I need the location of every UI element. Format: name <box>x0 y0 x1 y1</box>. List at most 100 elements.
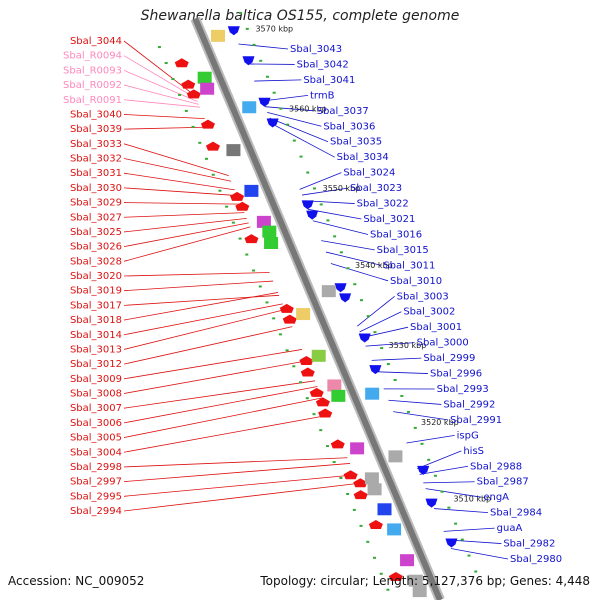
tick-dot <box>164 62 168 65</box>
gene-label-left: Sbal_R0093 <box>63 65 122 76</box>
leader-line <box>376 371 429 374</box>
gene-label-right: ispG <box>457 430 479 441</box>
tick-dot <box>433 474 437 477</box>
tick-dot <box>178 93 182 96</box>
tick-dot <box>198 141 202 144</box>
gene-label-right: Sbal_3021 <box>363 214 415 225</box>
tick-marks <box>157 11 478 591</box>
tick-dot <box>393 379 397 382</box>
leader-line <box>123 309 286 350</box>
leader-line <box>301 187 349 196</box>
kbp-label: 3540 kbp <box>355 261 393 270</box>
leader-line <box>425 488 482 498</box>
gene-label-left: Sbal_3028 <box>70 256 122 267</box>
leader-line <box>262 94 309 102</box>
gene-label-left: Sbal_3014 <box>70 330 122 341</box>
leader-line <box>123 386 318 424</box>
tick-dot <box>286 123 290 126</box>
gene-block <box>296 308 311 321</box>
forward-gene-arrow <box>330 439 345 449</box>
gene-label-right: Sbal_3024 <box>343 168 395 179</box>
leader-line <box>123 482 359 512</box>
gene-label-right: Sbal_3037 <box>317 106 369 117</box>
reverse-gene-arrow <box>445 538 458 548</box>
tick-dot <box>285 349 289 352</box>
leader-line <box>123 349 303 380</box>
gene-label-right: Sbal_3036 <box>323 121 375 132</box>
gene-label-right: Sbal_3035 <box>330 137 382 148</box>
leader-line <box>434 508 489 514</box>
reverse-gene-arrow <box>242 56 255 66</box>
gene-label-right: engA <box>483 492 509 503</box>
tick-dot <box>279 107 283 110</box>
tick-dot <box>420 442 424 445</box>
gene-block <box>262 225 277 238</box>
reverse-gene-arrow <box>301 200 314 210</box>
reverse-gene-arrow <box>417 465 430 475</box>
gene-block <box>388 450 403 463</box>
tick-dot <box>326 219 330 222</box>
gene-label-left: Sbal_3017 <box>70 300 122 311</box>
gene-block <box>197 71 212 84</box>
tick-dot <box>272 91 276 94</box>
gene-label-left: Sbal_3027 <box>70 212 122 223</box>
leader-line <box>299 172 342 190</box>
gene-block <box>364 472 379 485</box>
label-leader-lines <box>123 40 509 560</box>
tick-dot <box>372 556 376 559</box>
gene-block <box>264 237 279 250</box>
tick-dot <box>352 508 356 511</box>
gene-block <box>242 101 257 114</box>
leader-line <box>123 158 232 182</box>
gene-label-left: Sbal_3044 <box>70 36 122 47</box>
forward-gene-arrow <box>279 303 294 313</box>
genome-summary: Topology: circular; Length: 5,127,376 bp… <box>260 574 590 588</box>
kbp-label: 3520 kbp <box>421 418 459 427</box>
gene-block <box>327 379 342 392</box>
gene-label-right: Sbal_3041 <box>303 75 355 86</box>
gene-label-right: Sbal_3011 <box>383 260 435 271</box>
gene-label-right: hisS <box>463 446 484 457</box>
backbone-line <box>192 17 443 600</box>
gene-label-right: Sbal_3043 <box>290 44 342 55</box>
gene-block <box>210 29 225 42</box>
gene-label-left: Sbal_3031 <box>70 168 122 179</box>
gene-label-left: Sbal_3020 <box>70 271 122 282</box>
gene-label-left: Sbal_3007 <box>70 403 122 414</box>
tick-dot <box>400 394 404 397</box>
tick-dot <box>440 490 444 493</box>
forward-gene-arrow <box>300 367 315 377</box>
forward-gene-arrow <box>353 490 368 500</box>
kbp-label: 3550 kbp <box>323 184 361 193</box>
gene-label-left: Sbal_3018 <box>70 315 122 326</box>
leader-line <box>269 117 329 143</box>
tick-dot <box>239 11 243 14</box>
gene-label-right: Sbal_2988 <box>470 461 522 472</box>
forward-gene-arrow <box>368 519 383 529</box>
tick-dot <box>460 538 464 541</box>
map-title: Shewanella baltica OS155, complete genom… <box>140 8 460 24</box>
reverse-gene-arrow <box>425 498 438 508</box>
gene-block <box>226 144 241 157</box>
tick-dot <box>333 235 337 238</box>
gene-label-right: Sbal_2987 <box>477 477 529 488</box>
gene-label-right: Sbal_3034 <box>337 152 389 163</box>
tick-dot <box>474 570 478 573</box>
gene-label-right: Sbal_2993 <box>437 384 489 395</box>
leader-line <box>123 303 283 336</box>
tick-dot <box>259 59 263 62</box>
leader-line <box>419 465 469 475</box>
tick-dot <box>265 301 269 304</box>
gene-label-left: Sbal_3006 <box>70 418 122 429</box>
tick-dot <box>312 187 316 190</box>
tick-dot <box>353 283 357 286</box>
tick-dot <box>305 397 309 400</box>
gene-block <box>331 389 346 402</box>
leader-line <box>123 187 238 196</box>
leader-line <box>123 226 251 262</box>
gene-label-right: Sbal_3016 <box>370 229 422 240</box>
gene-label-left: Sbal_3026 <box>70 242 122 253</box>
tick-dot <box>325 445 329 448</box>
leader-line <box>123 212 245 218</box>
leader-line <box>123 126 209 130</box>
